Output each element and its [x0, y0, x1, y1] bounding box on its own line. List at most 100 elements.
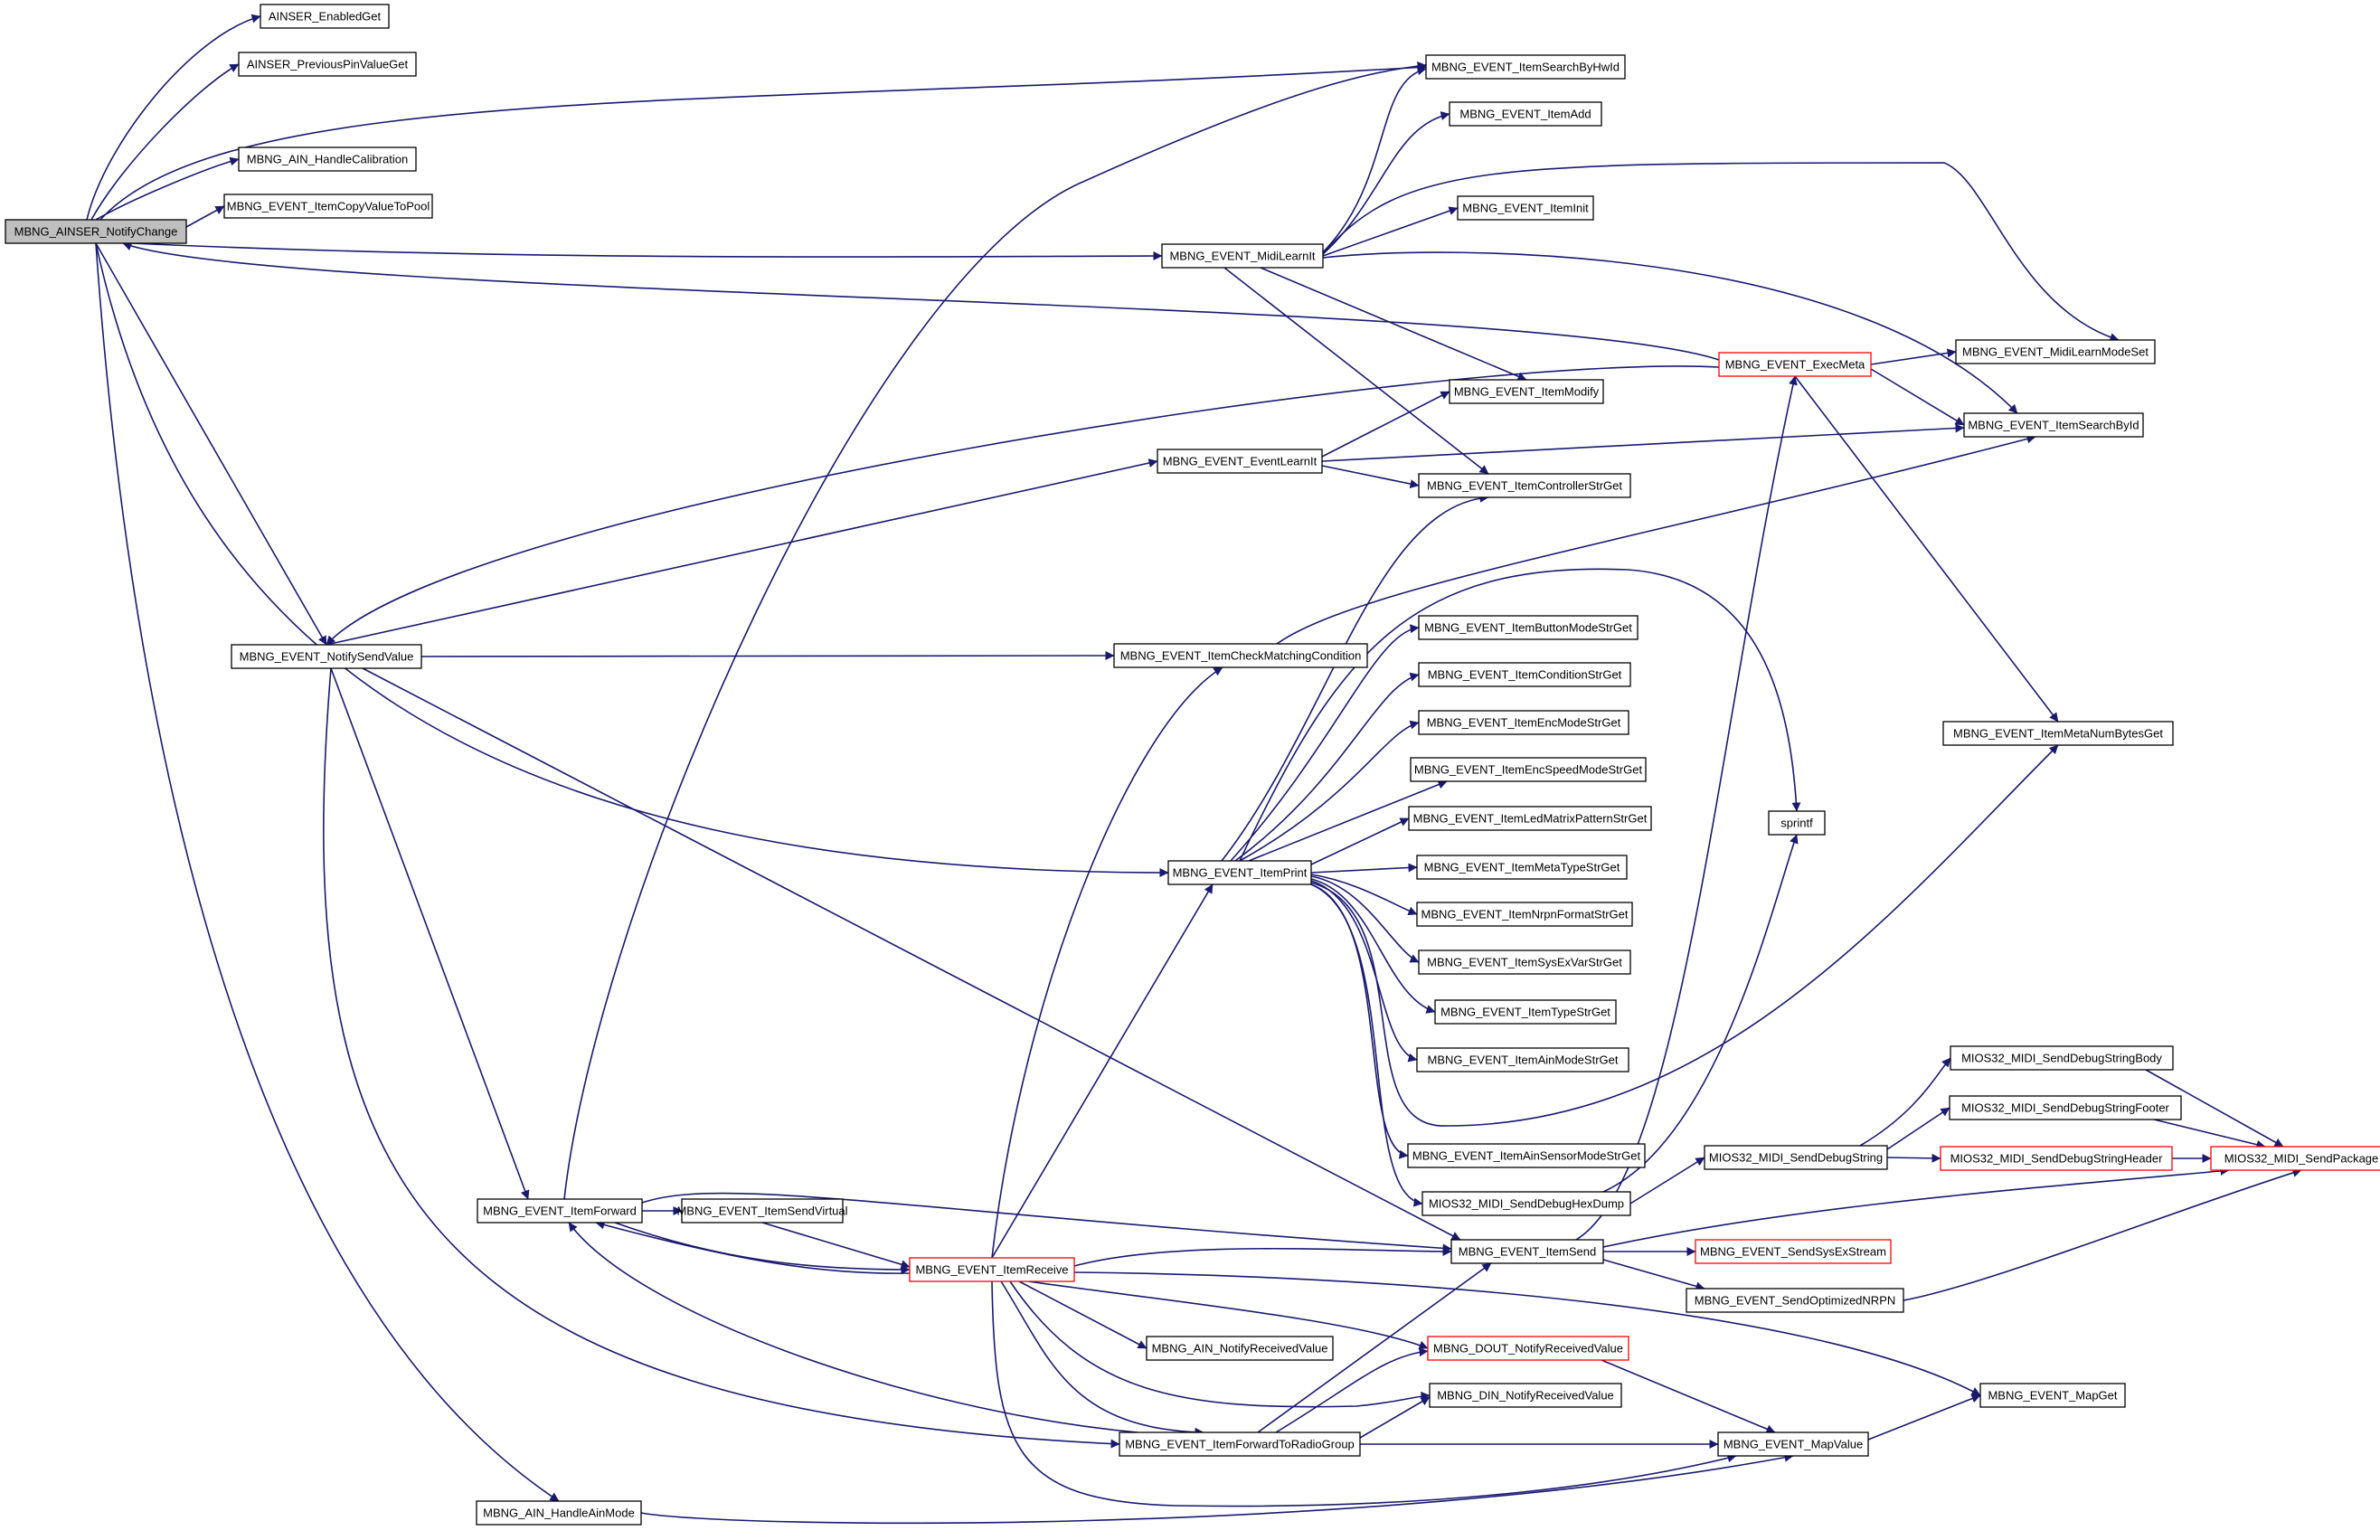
edge-item_send-send_pkg	[1602, 1166, 2230, 1248]
edge-map_value-map_get	[1867, 1394, 1981, 1441]
node-ain-notify[interactable]: MBNG_AIN_NotifyReceivedValue	[1146, 1336, 1334, 1361]
node-din-notify[interactable]: MBNG_DIN_NotifyReceivedValue	[1429, 1383, 1622, 1408]
node-midi-learn[interactable]: MBNG_EVENT_MidiLearnIt	[1161, 243, 1324, 269]
edge-exec_meta-notify_send	[326, 365, 1720, 646]
edge-root-ain_handle	[95, 242, 560, 1502]
edge-midi_learn-search_id	[1322, 251, 2018, 414]
node-box	[1449, 379, 1604, 404]
node-ainsensor-str[interactable]: MBNG_EVENT_ItemAinSensorModeStrGet	[1407, 1143, 1646, 1168]
node-led-matrix[interactable]: MBNG_EVENT_ItemLedMatrixPatternStrGet	[1408, 806, 1652, 831]
node-item-receive[interactable]: MBNG_EVENT_ItemReceive	[909, 1257, 1075, 1282]
edge-item_send-opt_nrpn	[1602, 1259, 1705, 1291]
node-box	[1429, 1383, 1622, 1408]
node-label: MBNG_EVENT_ItemSearchById	[1968, 419, 2139, 432]
node-label: AINSER_EnabledGet	[269, 10, 382, 24]
node-btn-mode[interactable]: MBNG_EVENT_ItemButtonModeStrGet	[1418, 615, 1639, 640]
node-label: MBNG_AINSER_NotifyChange	[14, 225, 178, 239]
edge-send_virtual-item_receive	[761, 1222, 911, 1270]
node-label: MBNG_EVENT_ItemTypeStrGet	[1440, 1006, 1610, 1019]
node-meta-bytes[interactable]: MBNG_EVENT_ItemMetaNumBytesGet	[1942, 721, 2174, 746]
node-box	[1963, 412, 2144, 438]
node-copy-pool[interactable]: MBNG_EVENT_ItemCopyValueToPool	[223, 194, 433, 219]
edge-item_print-nrpn_fmt	[1310, 874, 1418, 916]
node-midilearn-set[interactable]: MBNG_EVENT_MidiLearnModeSet	[1955, 339, 2156, 364]
node-label: MBNG_EVENT_NotifySendValue	[240, 650, 414, 664]
node-search-hwid[interactable]: MBNG_EVENT_ItemSearchByHwId	[1425, 54, 1626, 80]
edge-root-ainser_enabled	[86, 14, 261, 221]
node-sysex-var[interactable]: MBNG_EVENT_ItemSysExVarStrGet	[1418, 950, 1631, 975]
node-item-init[interactable]: MBNG_EVENT_ItemInit	[1457, 195, 1594, 221]
node-box	[1457, 195, 1594, 221]
edge-fwd_radio-din_notify	[1359, 1396, 1431, 1439]
node-ain-handle[interactable]: MBNG_AIN_HandleAinMode	[476, 1500, 642, 1526]
node-item-add[interactable]: MBNG_EVENT_ItemAdd	[1449, 101, 1602, 127]
edge-event_learn-search_id	[1321, 423, 1965, 462]
edge-root-ain_calib	[95, 156, 240, 221]
edge-midi_learn-search_hwid	[1322, 66, 1427, 253]
edge-exec_meta-root	[122, 241, 1720, 361]
node-search-id[interactable]: MBNG_EVENT_ItemSearchById	[1963, 412, 2144, 438]
node-send-pkg[interactable]: MIOS32_MIDI_SendPackage	[2210, 1146, 2380, 1171]
node-cond-str[interactable]: MBNG_EVENT_ItemConditionStrGet	[1418, 662, 1631, 687]
node-notify-send[interactable]: MBNG_EVENT_NotifySendValue	[231, 644, 422, 669]
node-label: MBNG_EVENT_ItemAinSensorModeStrGet	[1412, 1149, 1641, 1163]
node-box	[1113, 643, 1368, 668]
node-dout-notify[interactable]: MBNG_DOUT_NotifyReceivedValue	[1427, 1336, 1629, 1361]
edge-fwd_radio-dout_notify	[1275, 1347, 1429, 1433]
edge-root-item_print	[95, 242, 1169, 877]
node-enc-mode[interactable]: MBNG_EVENT_ItemEncModeStrGet	[1418, 710, 1629, 735]
node-box	[5, 219, 187, 244]
node-ainser-prevpin[interactable]: AINSER_PreviousPinValueGet	[238, 52, 417, 77]
node-label: MIOS32_MIDI_SendDebugStringFooter	[1961, 1101, 2169, 1115]
node-type-str[interactable]: MBNG_EVENT_ItemTypeStrGet	[1434, 999, 1617, 1025]
node-map-get[interactable]: MBNG_EVENT_MapGet	[1979, 1383, 2126, 1408]
node-exec-meta[interactable]: MBNG_EVENT_ExecMeta	[1718, 352, 1872, 377]
edge-notify_send-fwd_radio	[323, 667, 1120, 1449]
node-ain-calib[interactable]: MBNG_AIN_HandleCalibration	[238, 146, 417, 172]
node-item-modify[interactable]: MBNG_EVENT_ItemModify	[1449, 379, 1604, 404]
node-event-learn[interactable]: MBNG_EVENT_EventLearnIt	[1157, 449, 1323, 474]
node-nrpn-fmt[interactable]: MBNG_EVENT_ItemNrpnFormatStrGet	[1416, 902, 1633, 927]
node-hexdump[interactable]: MIOS32_MIDI_SendDebugHexDump	[1421, 1191, 1631, 1216]
node-check-match[interactable]: MBNG_EVENT_ItemCheckMatchingCondition	[1113, 643, 1368, 668]
node-label: MBNG_EVENT_ItemEncModeStrGet	[1427, 716, 1621, 730]
node-item-print[interactable]: MBNG_EVENT_ItemPrint	[1167, 860, 1312, 885]
node-opt-nrpn[interactable]: MBNG_EVENT_SendOptimizedNRPN	[1686, 1288, 1904, 1313]
node-map-value[interactable]: MBNG_EVENT_MapValue	[1717, 1431, 1869, 1457]
edge-item_print-ctrl_str	[1221, 493, 1489, 862]
node-box	[1427, 1336, 1629, 1361]
node-box	[1146, 1336, 1334, 1361]
node-root[interactable]: MBNG_AINSER_NotifyChange	[5, 219, 187, 244]
node-label: MBNG_EVENT_ItemInit	[1462, 202, 1589, 215]
edge-item_print-enc_speed	[1248, 779, 1448, 862]
node-sprintf[interactable]: sprintf	[1768, 810, 1826, 836]
node-dbg-header[interactable]: MIOS32_MIDI_SendDebugStringHeader	[1940, 1146, 2173, 1171]
node-box	[1418, 615, 1639, 640]
node-ctrl-str[interactable]: MBNG_EVENT_ItemControllerStrGet	[1418, 473, 1631, 498]
node-box	[1418, 662, 1631, 687]
node-dbg-footer[interactable]: MIOS32_MIDI_SendDebugStringFooter	[1949, 1095, 2182, 1120]
edge-item_print-meta_bytes	[1310, 744, 2059, 1127]
node-box	[1979, 1383, 2126, 1408]
node-label: MBNG_AIN_HandleCalibration	[247, 153, 408, 166]
node-ain-mode-str[interactable]: MBNG_EVENT_ItemAinModeStrGet	[1416, 1047, 1629, 1072]
node-enc-speed[interactable]: MBNG_EVENT_ItemEncSpeedModeStrGet	[1410, 757, 1647, 782]
node-send-virtual[interactable]: MBNG_EVENT_ItemSendVirtual	[676, 1198, 848, 1223]
node-meta-type[interactable]: MBNG_EVENT_ItemMetaTypeStrGet	[1416, 855, 1628, 880]
node-dbg-string[interactable]: MIOS32_MIDI_SendDebugString	[1704, 1145, 1888, 1170]
node-box	[1418, 473, 1631, 498]
node-fwd-radio[interactable]: MBNG_EVENT_ItemForwardToRadioGroup	[1119, 1431, 1361, 1457]
edge-item_print-enc_mode	[1239, 720, 1420, 862]
edge-fwd_radio-item_send	[1257, 1262, 1492, 1433]
edge-item_receive-dout_notify	[1027, 1280, 1429, 1350]
node-sysex-stream[interactable]: MBNG_EVENT_SendSysExStream	[1695, 1239, 1892, 1264]
edge-dbg_string-dbg_footer	[1886, 1107, 1950, 1150]
node-item-send[interactable]: MBNG_EVENT_ItemSend	[1450, 1239, 1604, 1264]
node-ainser-enabled[interactable]: AINSER_EnabledGet	[260, 4, 390, 29]
node-item-forward[interactable]: MBNG_EVENT_ItemForward	[477, 1198, 643, 1223]
node-label: MBNG_AIN_NotifyReceivedValue	[1152, 1342, 1328, 1356]
node-box	[1768, 810, 1826, 836]
edge-item_print-sysex_var	[1310, 875, 1420, 963]
node-label: MBNG_EVENT_ItemCopyValueToPool	[227, 200, 430, 213]
node-dbg-body[interactable]: MIOS32_MIDI_SendDebugStringBody	[1950, 1045, 2174, 1071]
